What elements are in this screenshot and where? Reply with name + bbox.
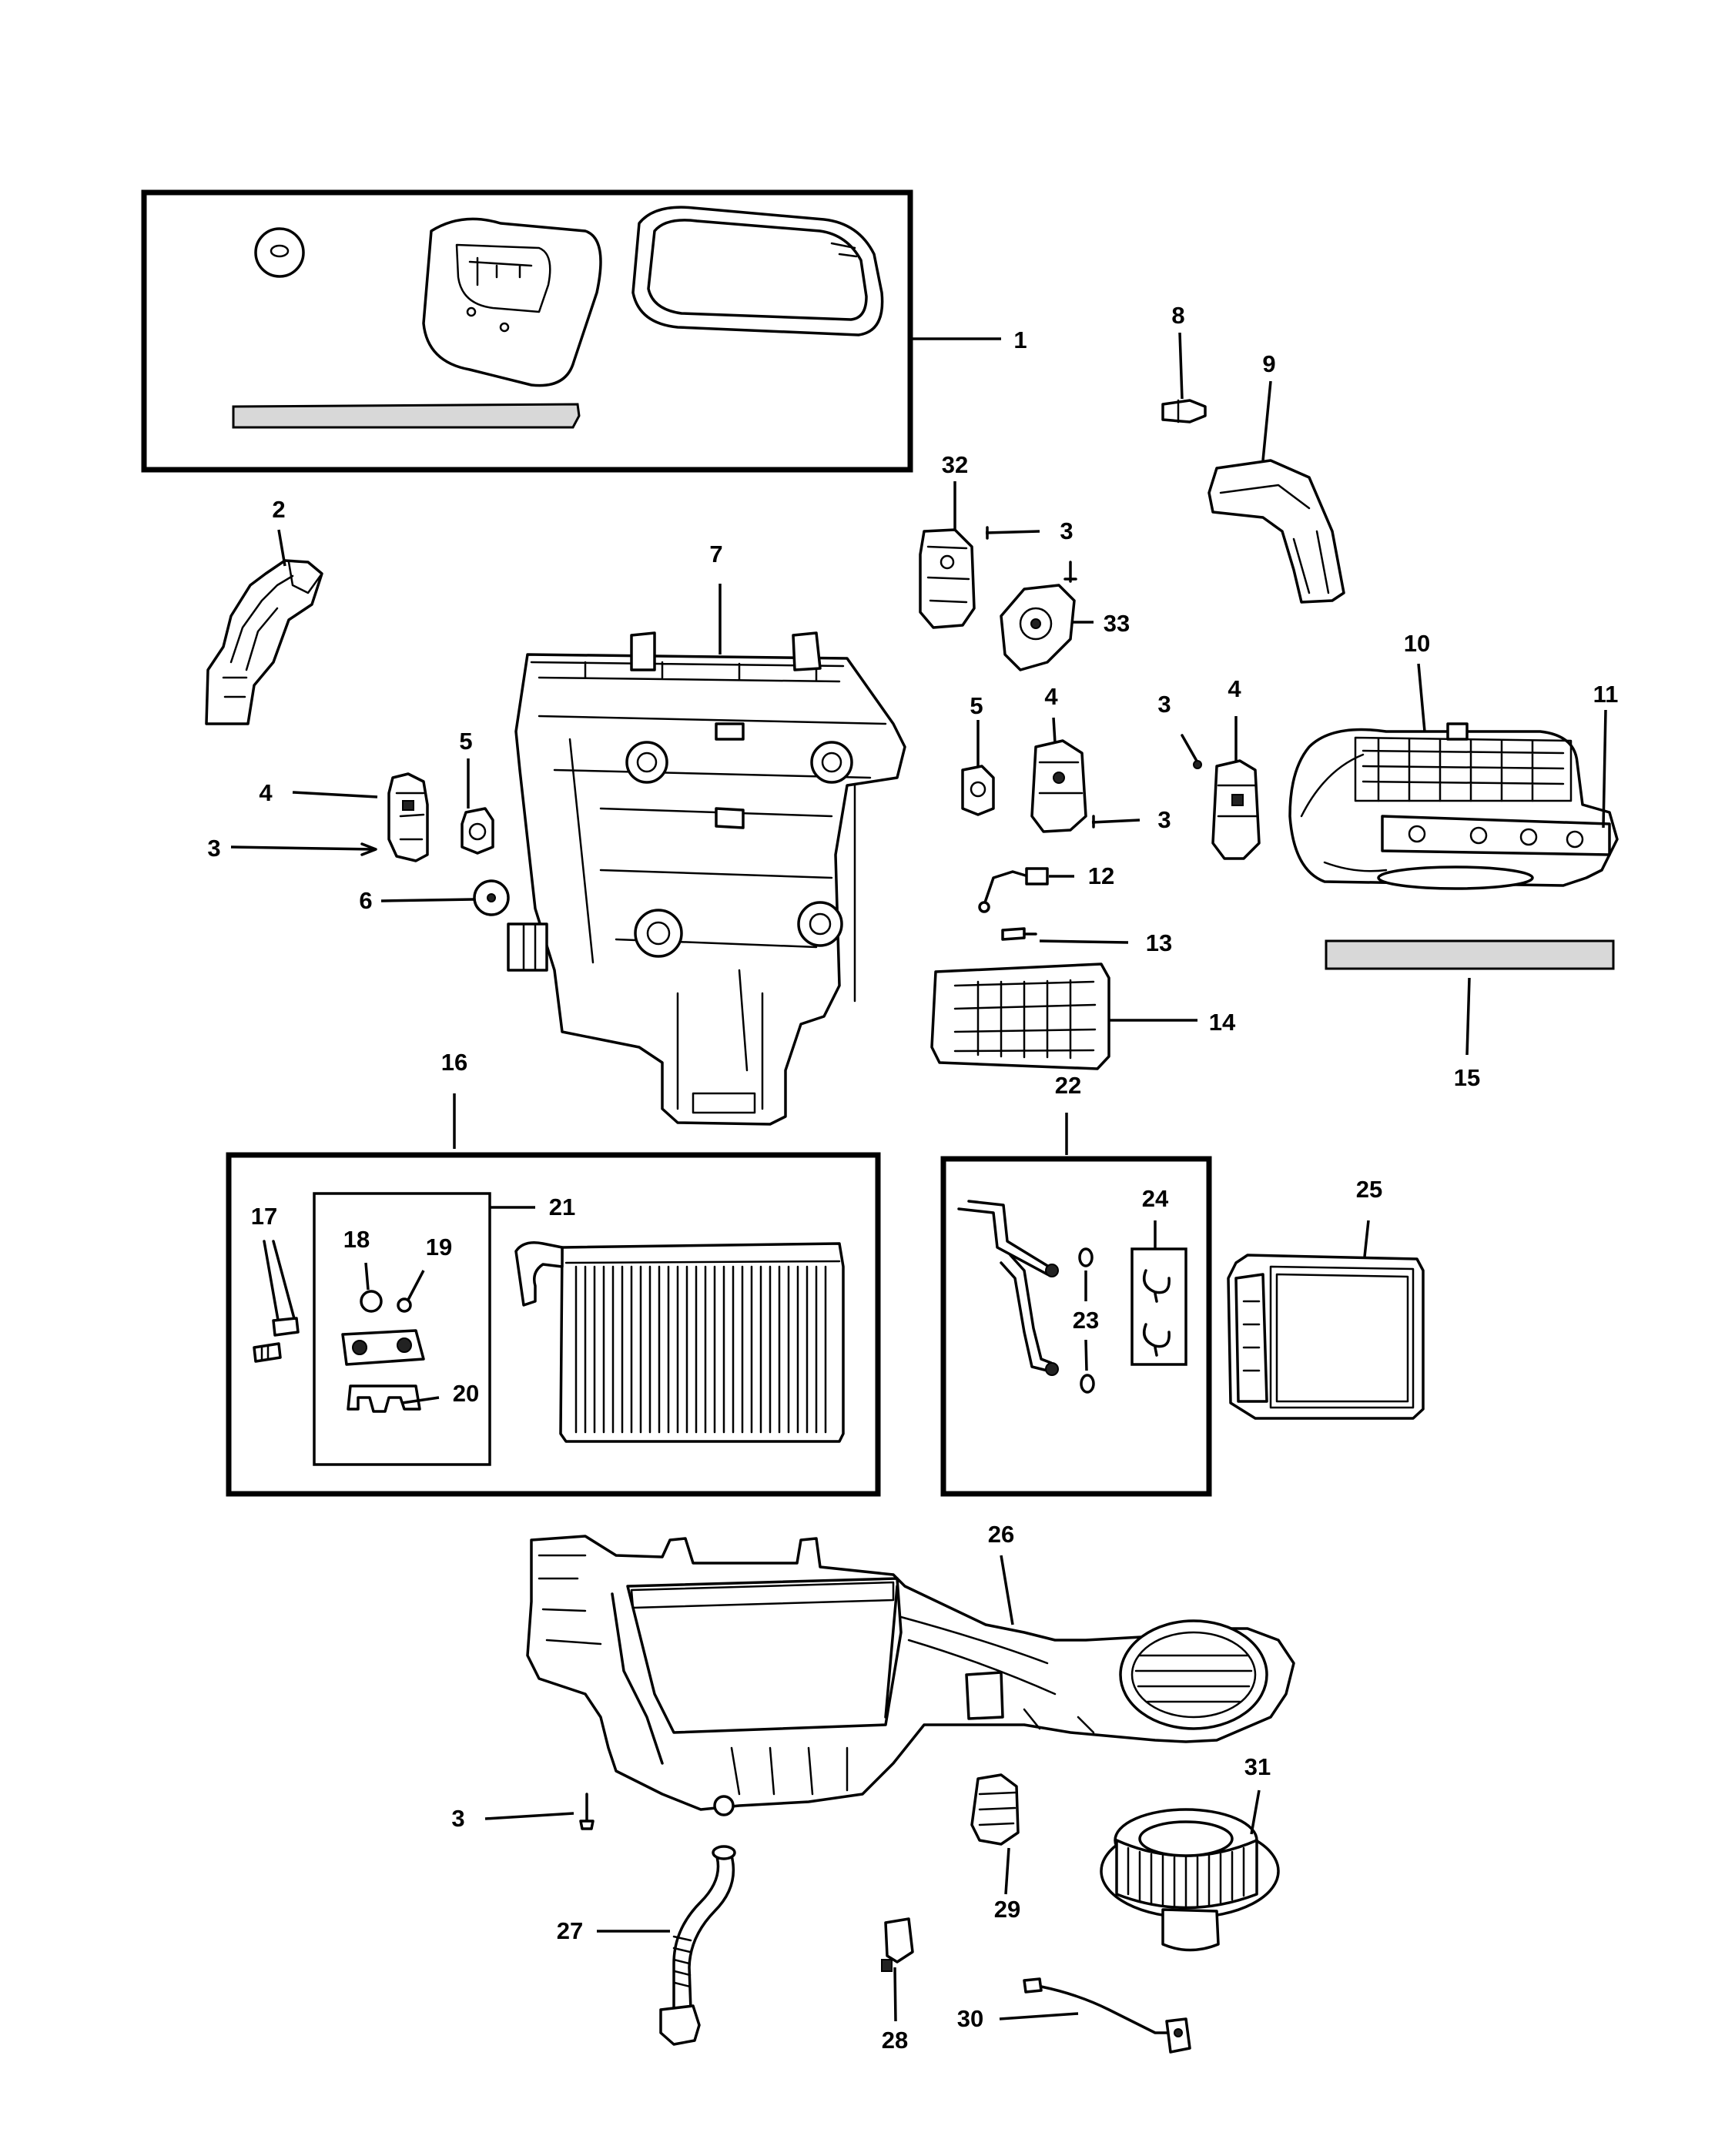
actuator-part-4-center: 4 [1030,683,1087,833]
air-duct-part-9: 9 [1208,350,1345,604]
callout-9: 9 [1262,350,1275,377]
callout-18: 18 [343,1226,370,1253]
screw-part-3-right: 3 [1157,691,1202,769]
callout-15: 15 [1454,1064,1480,1091]
callout-29: 29 [994,1896,1020,1923]
grommet-part-6: 6 [359,879,510,916]
callout-3-center: 3 [1157,806,1171,833]
callout-32: 32 [942,451,968,478]
heater-tubes-part [957,1200,1059,1376]
screw-part-3-center: 3 [1091,806,1171,833]
gasket-part-20: 20 [347,1380,479,1413]
callout-24: 24 [1142,1185,1169,1212]
actuator-part-5-left: 5 [459,728,494,855]
clip-part-28: 28 [881,1917,914,2054]
seal-plate-part [422,217,602,387]
callout-4-right: 4 [1228,675,1241,702]
callout-3-bottom: 3 [451,1805,464,1832]
resistor-part-29: 29 [970,1773,1020,1923]
sensor-wire-part-12: 12 [978,862,1114,913]
callout-5-right: 5 [970,692,983,719]
callout-16: 16 [441,1049,467,1076]
drain-tube-part-27: 27 [557,1845,736,2046]
callout-33: 33 [1104,610,1130,637]
expansion-valve-part [341,1329,425,1366]
callout-12: 12 [1088,862,1114,889]
screw-part-3-left: 3 [207,835,377,862]
callout-22: 22 [1055,1072,1081,1099]
blower-motor-part-31: 31 [1100,1753,1280,1952]
callout-8: 8 [1171,302,1184,329]
heater-tube-box-frame [940,1156,1212,1497]
callout-3-upper: 3 [1060,517,1073,544]
callout-1: 1 [1013,326,1027,353]
blower-housing-part-10: 10 [1288,630,1619,890]
callout-23: 23 [1073,1307,1099,1334]
cabin-filter-part-15: 15 [1325,939,1615,1091]
actuator-part-4-left: 4 [259,772,429,862]
heater-tube-kit-group-22: 22 23 24 [940,1072,1212,1497]
clips-part-24: 24 [1130,1185,1187,1366]
callout-3-right: 3 [1157,691,1171,718]
callout-17: 17 [251,1203,277,1230]
wire-harness-part-30: 30 [957,1977,1191,2054]
callout-21: 21 [549,1194,575,1220]
o-ring-part-18: 18 [343,1226,383,1313]
callout-2: 2 [272,496,285,523]
callout-14: 14 [1209,1009,1236,1036]
actuator-part-32: 32 [919,451,976,629]
evaporator-core-part [514,1241,845,1443]
callout-25: 25 [1356,1176,1382,1203]
callout-26: 26 [988,1521,1014,1548]
lower-housing-part-26: 26 [526,1521,1295,1816]
callout-30: 30 [957,2005,983,2032]
foam-strip-part [232,403,581,429]
round-seal-part [254,227,305,278]
filter-door-part-14: 14 [930,962,1236,1070]
screw-part-3-upper: 3 [985,517,1077,583]
evaporator-kit-box-frame [226,1152,881,1497]
callout-4-center: 4 [1044,683,1058,710]
callout-5-left: 5 [459,728,472,755]
kit-box-frame [141,189,913,473]
callout-4-left: 4 [259,779,273,806]
callout-3-left: 3 [207,835,220,862]
actuator-part-5-right: 5 [961,692,995,816]
valve-sub-box-21 [313,1192,491,1466]
callout-31: 31 [1244,1753,1271,1780]
actuator-part-4-right: 4 [1211,675,1261,860]
gasket-kit-group: 1 [141,189,1027,473]
callout-6: 6 [359,887,372,914]
callout-10: 10 [1404,630,1430,657]
callout-27: 27 [557,1917,583,1944]
bolts-part-17: 17 [251,1203,300,1363]
sensor-pin-part-13: 13 [1001,927,1172,956]
callout-13: 13 [1146,929,1172,956]
o-rings-part-23: 23 [1073,1247,1099,1394]
callout-20: 20 [453,1380,479,1407]
o-ring-part-19: 19 [397,1234,452,1313]
callout-19: 19 [426,1234,452,1260]
duct-adapter-part-2: 2 [205,496,323,725]
callout-11: 11 [1593,681,1619,708]
callout-28: 28 [882,2027,908,2054]
evaporator-kit-group-16: 16 17 21 18 19 20 [226,1049,881,1497]
heater-core-part-25: 25 [1227,1176,1425,1420]
callout-7: 7 [709,541,722,567]
sensor-part-8: 8 [1161,302,1207,424]
loop-gasket-part [631,206,884,336]
seal-strip-part-11: 11 [1593,681,1619,829]
screw-part-3-bottom: 3 [451,1793,595,1832]
actuator-part-33: 33 [1000,584,1130,671]
main-hvac-housing-part-7: 7 [507,541,906,1126]
